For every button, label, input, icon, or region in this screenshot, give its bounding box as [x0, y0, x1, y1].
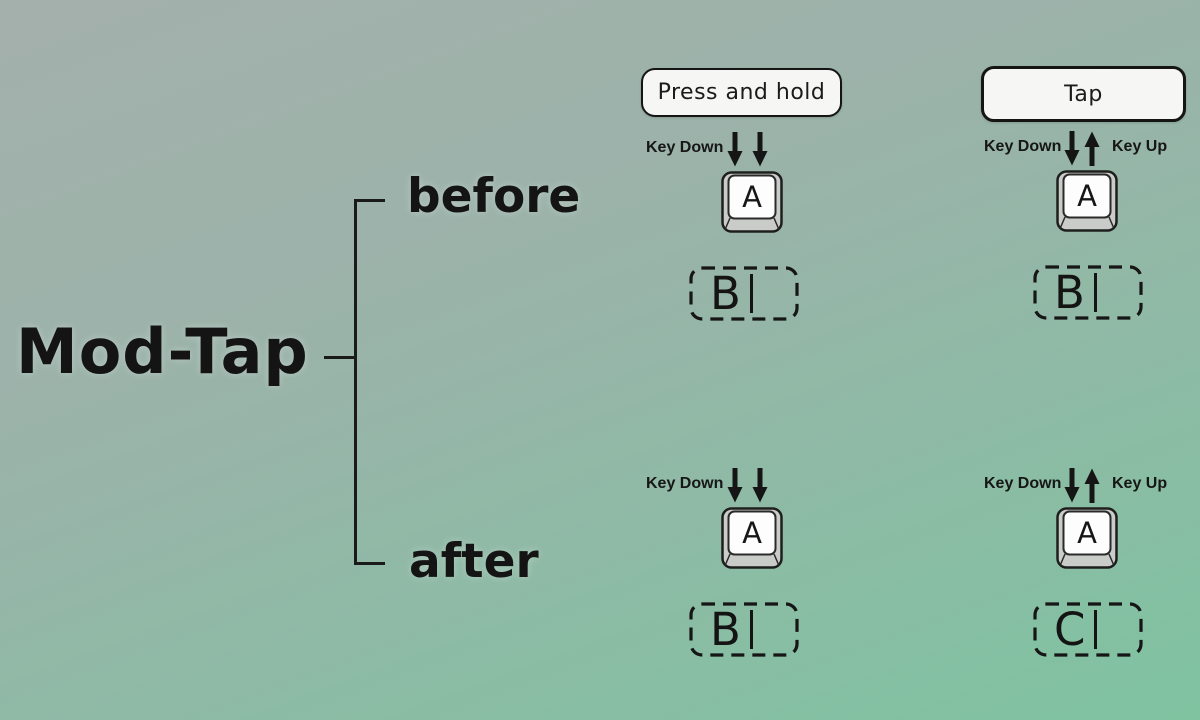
key-down-label: Key Down: [984, 475, 1062, 492]
keycap-letter: A: [1077, 179, 1097, 213]
dashed-border: [1033, 602, 1143, 657]
key-events: Key Down Key Up A C: [974, 468, 1194, 668]
keycap-icon: A: [721, 171, 783, 233]
key-events: Key Down A B: [632, 468, 852, 668]
key-down-arrow-icon: [727, 468, 743, 503]
text-cursor: [1094, 610, 1097, 649]
key-down-label: Key Down: [646, 139, 724, 156]
keycap-icon: A: [1056, 507, 1118, 569]
diagram-title: Mod-Tap: [16, 315, 309, 388]
keycap-icon: A: [721, 507, 783, 569]
key-up-arrow-icon: [1084, 468, 1100, 503]
dashed-border: [689, 602, 799, 657]
scenario-before-press-and-hold: Press and hold Key Down A B: [632, 68, 852, 324]
typed-output-box: B: [689, 266, 799, 321]
tap-pill: Tap: [981, 66, 1186, 122]
text-cursor: [750, 610, 753, 649]
scenario-after-tap: Key Down Key Up A C: [974, 460, 1194, 660]
branch-label-after: after: [409, 534, 539, 589]
key-down-label: Key Down: [646, 475, 724, 492]
scenario-before-tap: Tap Key Down Key Up A B: [974, 66, 1194, 324]
key-down-label: Key Down: [984, 138, 1062, 155]
keycap-letter: A: [742, 180, 762, 214]
bracket-connector-line: [324, 356, 356, 359]
keycap-letter: A: [1077, 516, 1097, 550]
bracket-top-stub: [354, 199, 385, 202]
text-cursor: [1094, 273, 1097, 312]
typed-output-box: B: [1033, 265, 1143, 320]
key-down-arrow-icon: [727, 132, 743, 167]
dashed-border: [1033, 265, 1143, 320]
keycap-letter: A: [742, 516, 762, 550]
scenario-after-press-and-hold: Key Down A B: [632, 460, 852, 660]
key-up-arrow-icon: [1084, 131, 1100, 166]
typed-output-letter: C: [1054, 603, 1086, 656]
keycap-icon: A: [1056, 170, 1118, 232]
typed-output-letter: B: [710, 267, 741, 320]
key-down-arrow-icon: [1064, 131, 1080, 166]
key-down-arrow-icon: [1064, 468, 1080, 503]
typed-output-letter: B: [1054, 266, 1085, 319]
press-and-hold-pill: Press and hold: [641, 68, 842, 117]
text-cursor: [750, 274, 753, 313]
key-down-arrow-icon: [752, 468, 768, 503]
typed-output-box: B: [689, 602, 799, 657]
key-up-label: Key Up: [1112, 475, 1168, 492]
dashed-border: [689, 266, 799, 321]
typed-output-letter: B: [710, 603, 741, 656]
key-events: Key Down A B: [632, 132, 852, 332]
key-events: Key Down Key Up A B: [974, 131, 1194, 331]
key-down-arrow-icon: [752, 132, 768, 167]
bracket-bottom-stub: [354, 562, 385, 565]
branch-label-before: before: [407, 169, 581, 224]
bracket-vertical-line: [354, 199, 357, 565]
typed-output-box: C: [1033, 602, 1143, 657]
key-up-label: Key Up: [1112, 138, 1168, 155]
